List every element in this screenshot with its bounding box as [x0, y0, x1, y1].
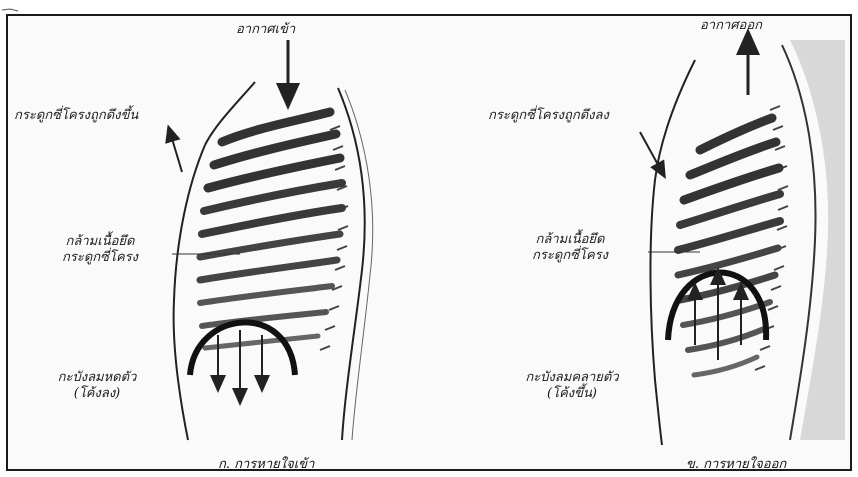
diaphragm-label-b-line1: กะบังลมคลายตัว — [492, 370, 652, 386]
intercostal-label-a-line2: กระดูกซี่โครง — [30, 250, 170, 266]
air-in-label: อากาศเข้า — [236, 22, 295, 38]
caption-inhalation: ก. การหายใจเข้า — [218, 453, 314, 474]
panel-a-thorax — [174, 82, 373, 440]
caption-exhalation: ข. การหายใจออก — [686, 453, 786, 474]
intercostal-label-a: กล้ามเนื้อยึด กระดูกซี่โครง — [30, 234, 170, 266]
ribs-up-arrow — [170, 132, 182, 172]
intercostal-label-a-line1: กล้ามเนื้อยึด — [30, 234, 170, 250]
diaphragm-label-a: กะบังลมหดตัว (โค้งลง) — [22, 370, 172, 402]
intercostal-label-b: กล้ามเนื้อยึด กระดูกซี่โครง — [500, 232, 640, 264]
intercostal-label-b-line2: กระดูกซี่โครง — [500, 248, 640, 264]
intercostal-label-b-line1: กล้ามเนื้อยึด — [500, 232, 640, 248]
panel-a-ribs — [200, 112, 342, 348]
diaphragm-label-b-line2: (โค้งขึ้น) — [492, 386, 652, 402]
air-out-label: อากาศออก — [700, 18, 762, 34]
diaphragm-label-a-line2: (โค้งลง) — [22, 386, 172, 402]
ribs-down-arrow — [640, 132, 662, 172]
ribs-up-label: กระดูกซี่โครงถูกดึงขึ้น — [14, 108, 138, 124]
ribs-down-label: กระดูกซี่โครงถูกดึงลง — [488, 108, 609, 124]
diaphragm-label-a-line1: กะบังลมหดตัว — [22, 370, 172, 386]
diaphragm-label-b: กะบังลมคลายตัว (โค้งขึ้น) — [492, 370, 652, 402]
panel-b-thorax — [650, 40, 845, 445]
